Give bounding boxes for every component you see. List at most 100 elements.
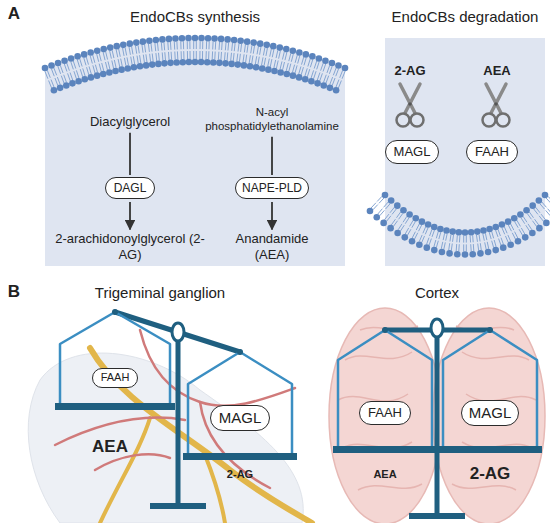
lipid-head xyxy=(277,69,284,76)
lipid-tail xyxy=(282,52,284,60)
scale-tray xyxy=(183,453,297,460)
lipid-tail xyxy=(340,70,343,77)
lipid-tail xyxy=(157,43,159,51)
lipid-head xyxy=(449,228,456,235)
scissors-icon xyxy=(397,84,424,127)
lipid-tail xyxy=(279,51,281,59)
lipid-tail xyxy=(151,44,153,52)
lipid-head xyxy=(523,207,530,214)
lipid-tail xyxy=(64,75,67,83)
lipid-head xyxy=(492,224,499,231)
lipid-tail xyxy=(517,220,521,226)
lipid-head xyxy=(271,68,278,75)
lipid-tail xyxy=(444,242,446,249)
lipid-head xyxy=(185,35,192,42)
lipid-tail xyxy=(546,210,550,215)
lipid-head xyxy=(106,69,113,76)
lipid-tail xyxy=(257,46,258,54)
lipid-tail xyxy=(164,52,166,60)
lipid-tail xyxy=(422,236,425,243)
lipid-head xyxy=(149,61,156,68)
lipid-tail xyxy=(249,55,250,63)
lipid-tail xyxy=(135,46,136,54)
lipid-tail xyxy=(412,222,416,228)
lipid-head xyxy=(69,80,76,87)
scissors-handle xyxy=(411,114,424,127)
lipid-tail xyxy=(371,203,376,208)
enzyme-pill: MAGL xyxy=(385,140,439,164)
scale-pivot xyxy=(172,323,184,341)
lipid-tail xyxy=(239,54,241,62)
lipid-tail xyxy=(251,45,252,53)
lipid-tail xyxy=(436,241,438,248)
lipid-head xyxy=(431,224,438,231)
lipid-tail xyxy=(110,51,112,59)
enzyme-pill: NAPE-PLD xyxy=(235,177,309,199)
lipid-tail xyxy=(332,78,335,86)
blood-vessel xyxy=(55,418,185,445)
lipid-tail xyxy=(521,218,525,224)
scale-pan xyxy=(443,330,537,448)
lipid-tail xyxy=(546,198,550,203)
reaction-arrow xyxy=(129,202,131,229)
lipid-head xyxy=(394,230,401,237)
enzyme-name: FAAH xyxy=(368,405,402,421)
lipid-head xyxy=(166,36,173,43)
lipid-tail xyxy=(508,225,511,231)
lipid-tail xyxy=(71,62,74,70)
reaction-arrow xyxy=(271,202,273,229)
nerve-fiber xyxy=(205,455,225,523)
lipid-tail xyxy=(177,51,178,59)
lipid-tail xyxy=(396,212,400,218)
lipid-tail xyxy=(220,52,222,60)
lipid-head xyxy=(205,35,212,42)
lipid-head xyxy=(367,208,374,215)
lipid-head xyxy=(198,35,205,42)
lipid-head xyxy=(237,37,244,44)
lipid-head xyxy=(100,46,107,53)
lipid-tail xyxy=(317,62,320,70)
lipid-tail xyxy=(246,55,247,63)
lipid-tail xyxy=(373,205,378,210)
scale-base xyxy=(409,513,465,519)
lipid-head xyxy=(536,197,543,204)
brain-gyrus xyxy=(462,352,529,360)
lipid-head xyxy=(131,64,138,71)
lipid-tail xyxy=(97,54,99,62)
lipid-head xyxy=(63,82,70,89)
lipid-tail xyxy=(466,236,467,243)
lipid-tail xyxy=(274,60,276,68)
lipid-tail xyxy=(154,43,156,51)
lipid-tail xyxy=(70,72,73,80)
lipid-tail xyxy=(181,51,182,59)
panel-title: EndoCBs degradation xyxy=(392,8,539,25)
lipid-head xyxy=(231,37,238,44)
lipid-tail xyxy=(298,56,300,64)
lipid-tail xyxy=(528,224,532,230)
lipid-tail xyxy=(243,54,244,62)
enzyme-name: DAGL xyxy=(114,181,147,195)
lipid-head xyxy=(409,238,416,245)
lipid-tail xyxy=(436,231,438,238)
lipid-head xyxy=(529,230,536,237)
lipid-tail xyxy=(379,198,384,203)
lipid-tail xyxy=(419,225,422,231)
lipid-head xyxy=(204,59,211,66)
scale-hook xyxy=(487,327,493,333)
lipid-head xyxy=(94,72,101,79)
lipid-tail xyxy=(183,51,184,59)
lipid-tail xyxy=(532,221,536,227)
lipid-tail xyxy=(523,216,527,222)
lipid-head xyxy=(137,63,144,70)
nerve-fiber xyxy=(90,348,312,523)
lipid-head xyxy=(316,55,323,62)
lipid-head xyxy=(146,37,153,44)
lipid-tail xyxy=(138,45,139,53)
lipid-head xyxy=(382,192,389,199)
lipid-tail xyxy=(193,51,194,59)
lipid-tail xyxy=(489,232,491,239)
scissors-blade xyxy=(486,84,501,113)
lipid-tail xyxy=(405,228,409,234)
